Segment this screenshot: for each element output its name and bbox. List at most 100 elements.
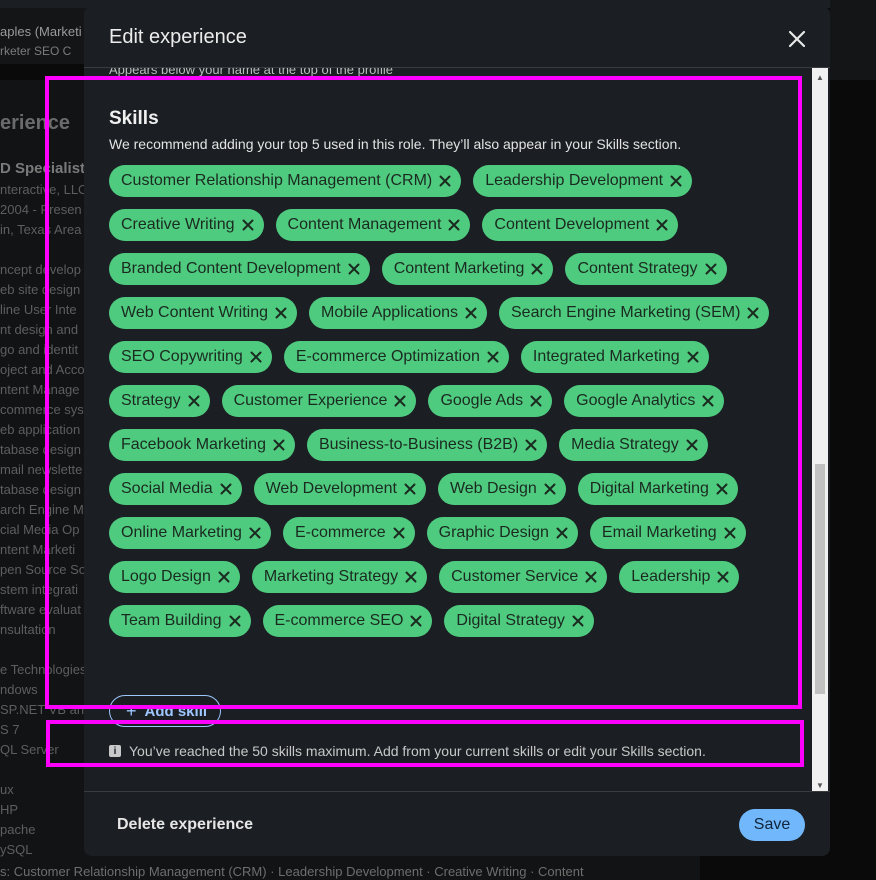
skill-chip[interactable]: Mobile Applications — [309, 297, 487, 329]
scroll-up-arrow[interactable]: ▲ — [816, 72, 824, 82]
remove-x-icon[interactable] — [409, 614, 423, 628]
experience-description-line: ySQL — [0, 842, 33, 857]
remove-x-icon[interactable] — [746, 306, 760, 320]
remove-x-icon[interactable] — [241, 218, 255, 232]
skill-chip[interactable]: Customer Relationship Management (CRM) — [109, 165, 462, 197]
info-icon: i — [109, 745, 121, 757]
skill-chip[interactable]: Google Ads — [428, 385, 553, 417]
skill-chip[interactable]: Search Engine Marketing (SEM) — [499, 297, 770, 329]
skill-chip[interactable]: Creative Writing — [109, 209, 264, 241]
remove-x-icon[interactable] — [701, 394, 715, 408]
remove-x-icon[interactable] — [716, 570, 730, 584]
remove-x-icon[interactable] — [228, 614, 242, 628]
scrollbar-thumb[interactable] — [815, 464, 825, 694]
skill-chip[interactable]: Leadership Development — [473, 165, 693, 197]
remove-x-icon[interactable] — [723, 526, 737, 540]
remove-x-icon[interactable] — [404, 570, 418, 584]
remove-x-icon[interactable] — [248, 526, 262, 540]
skill-chip[interactable]: Digital Marketing — [577, 473, 738, 505]
remove-x-icon[interactable] — [249, 350, 263, 364]
profile-headline: rketer SEO C — [0, 44, 72, 58]
skill-chip[interactable]: Graphic Design — [426, 517, 578, 549]
skill-chip[interactable]: Logo Design — [109, 561, 240, 593]
skill-chip[interactable]: Business-to-Business (B2B) — [306, 429, 548, 461]
remove-x-icon[interactable] — [704, 262, 718, 276]
remove-x-icon[interactable] — [274, 306, 288, 320]
skill-chip[interactable]: Customer Experience — [221, 385, 417, 417]
remove-x-icon[interactable] — [571, 614, 585, 628]
remove-x-icon[interactable] — [715, 482, 729, 496]
remove-x-icon[interactable] — [529, 394, 543, 408]
experience-description-line: HP — [0, 802, 19, 817]
skill-chip[interactable]: Facebook Marketing — [109, 429, 295, 461]
skill-chip[interactable]: Content Marketing — [381, 253, 554, 285]
remove-x-icon[interactable] — [669, 174, 683, 188]
skill-chip-label: Integrated Marketing — [532, 348, 680, 365]
remove-x-icon[interactable] — [464, 306, 478, 320]
save-button[interactable]: Save — [739, 809, 805, 841]
skill-chip[interactable]: Content Strategy — [565, 253, 727, 285]
skill-chip[interactable]: Content Management — [275, 209, 471, 241]
close-button[interactable] — [782, 24, 812, 54]
skill-chip-label: E-commerce Optimization — [295, 348, 480, 365]
remove-x-icon[interactable] — [530, 262, 544, 276]
skill-chip[interactable]: Digital Strategy — [444, 605, 594, 637]
edit-experience-modal: Edit experience Appears below your name … — [84, 6, 830, 856]
remove-x-icon[interactable] — [543, 482, 557, 496]
skill-chip[interactable]: Content Development — [482, 209, 679, 241]
remove-x-icon[interactable] — [219, 482, 233, 496]
experience-description-line: e Technologies — [0, 662, 84, 677]
remove-x-icon[interactable] — [584, 570, 598, 584]
remove-x-icon[interactable] — [524, 438, 538, 452]
modal-body[interactable]: Appears below your name at the top of th… — [84, 68, 830, 790]
skills-heading: Skills — [109, 108, 159, 129]
experience-description-line: SP.NET VB an — [0, 702, 84, 717]
skill-chip[interactable]: E-commerce — [282, 517, 415, 549]
experience-description-line: ncept develop — [0, 262, 81, 277]
skills-summary-line: s: Customer Relationship Management (CRM… — [0, 864, 584, 879]
remove-x-icon[interactable] — [438, 174, 452, 188]
remove-x-icon[interactable] — [392, 526, 406, 540]
skill-chip-label: E-commerce — [294, 524, 386, 541]
skill-chip[interactable]: Branded Content Development — [109, 253, 370, 285]
close-icon — [788, 30, 806, 48]
skill-chip[interactable]: Strategy — [109, 385, 210, 417]
remove-x-icon[interactable] — [486, 350, 500, 364]
remove-x-icon[interactable] — [272, 438, 286, 452]
remove-x-icon[interactable] — [187, 394, 201, 408]
skill-chip-label: Online Marketing — [121, 524, 242, 541]
scrollbar[interactable]: ▲ ▼ — [812, 68, 828, 792]
skill-chip[interactable]: Email Marketing — [589, 517, 746, 549]
scroll-down-arrow[interactable]: ▼ — [816, 780, 824, 790]
experience-description-line: cial Media Op — [0, 522, 80, 537]
experience-description-line: arch Engine M — [0, 502, 84, 517]
skill-chip[interactable]: Integrated Marketing — [520, 341, 709, 373]
delete-experience-button[interactable]: Delete experience — [117, 816, 254, 833]
skill-chip[interactable]: Web Design — [437, 473, 566, 505]
remove-x-icon[interactable] — [685, 438, 699, 452]
skill-chip[interactable]: E-commerce SEO — [262, 605, 433, 637]
remove-x-icon[interactable] — [217, 570, 231, 584]
skill-chip[interactable]: Team Building — [109, 605, 251, 637]
skill-chip[interactable]: Media Strategy — [559, 429, 708, 461]
skill-chip-label: Mobile Applications — [321, 304, 458, 321]
remove-x-icon[interactable] — [447, 218, 461, 232]
skill-chip[interactable]: Google Analytics — [564, 385, 725, 417]
skill-chip[interactable]: SEO Copywriting — [109, 341, 272, 373]
remove-x-icon[interactable] — [686, 350, 700, 364]
skill-chip[interactable]: Web Development — [253, 473, 426, 505]
skill-chip[interactable]: Web Content Writing — [109, 297, 298, 329]
remove-x-icon[interactable] — [655, 218, 669, 232]
remove-x-icon[interactable] — [403, 482, 417, 496]
skill-chip[interactable]: E-commerce Optimization — [283, 341, 509, 373]
skill-chip[interactable]: Customer Service — [439, 561, 608, 593]
add-skill-button[interactable]: + Add skill — [109, 695, 221, 727]
remove-x-icon[interactable] — [555, 526, 569, 540]
remove-x-icon[interactable] — [393, 394, 407, 408]
skill-chip[interactable]: Marketing Strategy — [251, 561, 428, 593]
skill-chip[interactable]: Online Marketing — [109, 517, 271, 549]
remove-x-icon[interactable] — [347, 262, 361, 276]
skill-chip[interactable]: Social Media — [109, 473, 242, 505]
experience-description-line: nteractive, LLC — [0, 182, 84, 197]
skill-chip[interactable]: Leadership — [619, 561, 740, 593]
